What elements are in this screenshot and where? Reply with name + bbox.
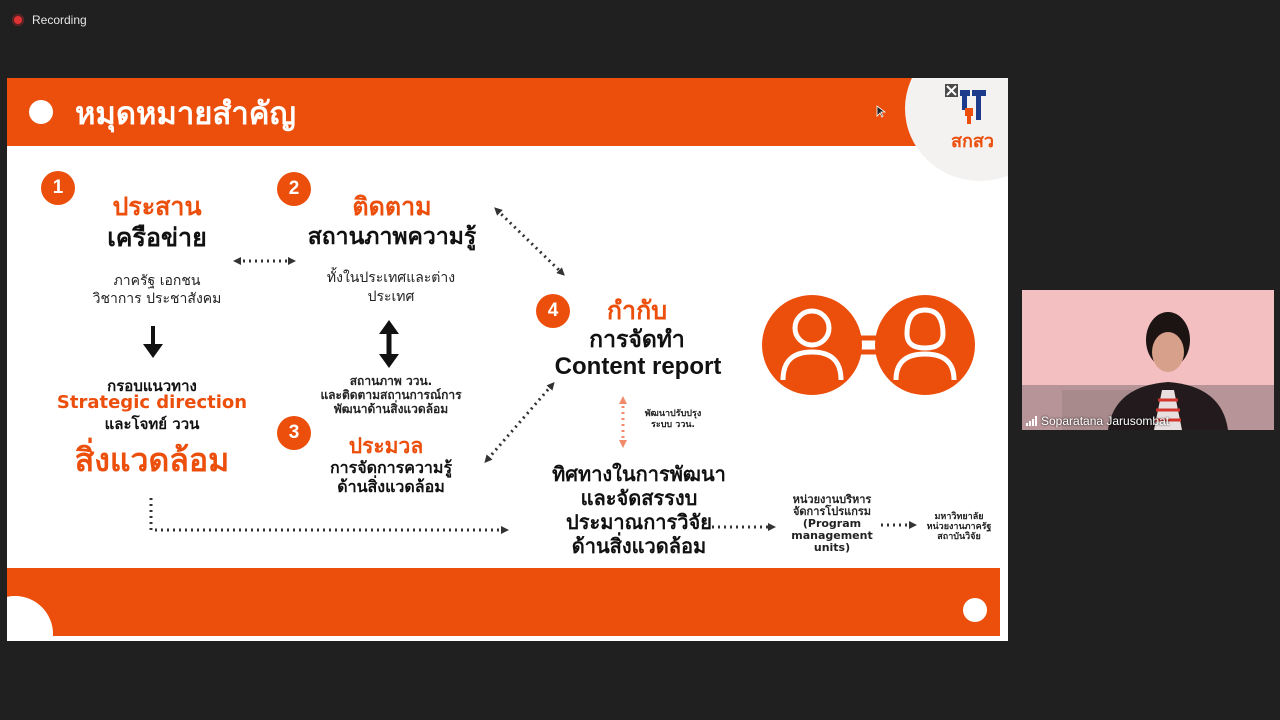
record-dot-icon: [12, 14, 24, 26]
step2-status-line2: และติดตามสถานการณ์การ: [320, 388, 462, 402]
step1-heading-orange: ประสาน: [112, 192, 202, 221]
slide-banner: [7, 78, 1008, 146]
signal-bars-icon: [1026, 416, 1037, 426]
orgs-line1: มหาวิทยาลัย: [934, 512, 984, 522]
step-number-1: 1: [41, 171, 75, 205]
shared-slide: หมุดหมายสำคัญ สกสว: [7, 78, 1008, 641]
logo-text: สกสว: [951, 131, 994, 152]
step2-heading-black: สถานภาพความรู้: [307, 224, 477, 250]
step2-status-line1: สถานภาพ ววน.: [349, 374, 433, 388]
step3-heading-black-line1: การจัดการความรู้: [329, 458, 453, 477]
recording-indicator[interactable]: Recording: [12, 10, 87, 30]
step1-big-label: สิ่งแวดล้อม: [74, 441, 230, 479]
pmu-line4: management: [791, 529, 873, 542]
slide-title: หมุดหมายสำคัญ: [75, 96, 296, 132]
direction-line1: ทิศทางในการพัฒนา: [552, 462, 726, 486]
direction-line2: และจัดสรรงบ: [580, 486, 698, 510]
slide-footer: [7, 568, 1000, 636]
step1-framework-line2: Strategic direction: [56, 392, 248, 413]
step1-desc-line2: วิชาการ ประชาสังคม: [92, 291, 222, 307]
step4-heading-black-line2: Content report: [554, 353, 722, 380]
direction-line3: ประมาณการวิจัย: [566, 510, 712, 534]
footer-bullet: [963, 598, 987, 622]
pmu-line2: จัดการโปรแกรม: [792, 505, 872, 518]
step-number-3: 3: [277, 416, 311, 450]
step-number-4: 4: [536, 294, 570, 328]
step2-desc-line1: ทั้งในประเทศและต่าง: [326, 270, 456, 286]
step2-status-line3: พัฒนาด้านสิ่งแวดล้อม: [333, 402, 449, 416]
people-exchange-icon: [762, 295, 975, 395]
pmu-line5: units): [813, 541, 851, 554]
participant-name-label: Soparatana Jarusombat: [1026, 414, 1169, 428]
participant-name: Soparatana Jarusombat: [1041, 414, 1170, 428]
participant-video-feed: [1022, 290, 1274, 430]
flow-connectors: [143, 207, 917, 534]
recording-label: Recording: [32, 13, 87, 27]
pmu-line1: หน่วยงานบริหาร: [792, 493, 872, 506]
step4-improve-line2: ระบบ ววน.: [651, 420, 695, 430]
step1-heading-black: เครือข่าย: [107, 223, 207, 252]
step1-framework-line1: กรอบแนวทาง: [107, 377, 197, 395]
step2-desc-line2: ประเทศ: [367, 289, 415, 305]
step-number-2: 2: [277, 172, 311, 206]
step2-heading-orange: ติดตาม: [352, 192, 432, 221]
banner-bullet: [29, 100, 53, 124]
step1-desc-line1: ภาครัฐ เอกชน: [113, 273, 201, 289]
participant-video-tile[interactable]: Soparatana Jarusombat: [1022, 290, 1274, 430]
orgs-line2: หน่วยงานภาครัฐ: [926, 522, 992, 532]
step3-heading-orange: ประมวล: [348, 434, 424, 458]
step3-heading-black-line2: ด้านสิ่งแวดล้อม: [337, 477, 445, 496]
step4-heading-black-line1: การจัดทำ: [589, 327, 685, 353]
tsri-logo-icon: [945, 84, 986, 124]
pmu-line3: (Program: [802, 517, 862, 530]
step4-heading-orange: กำกับ: [606, 296, 668, 325]
direction-line4: ด้านสิ่งแวดล้อม: [571, 534, 707, 558]
mouse-cursor-icon: [876, 105, 886, 118]
step1-framework-line3: และโจทย์ ววน: [104, 415, 200, 433]
step4-improve-line1: พัฒนาปรับปรุง: [644, 409, 702, 419]
orgs-line3: สถาบันวิจัย: [937, 532, 981, 542]
